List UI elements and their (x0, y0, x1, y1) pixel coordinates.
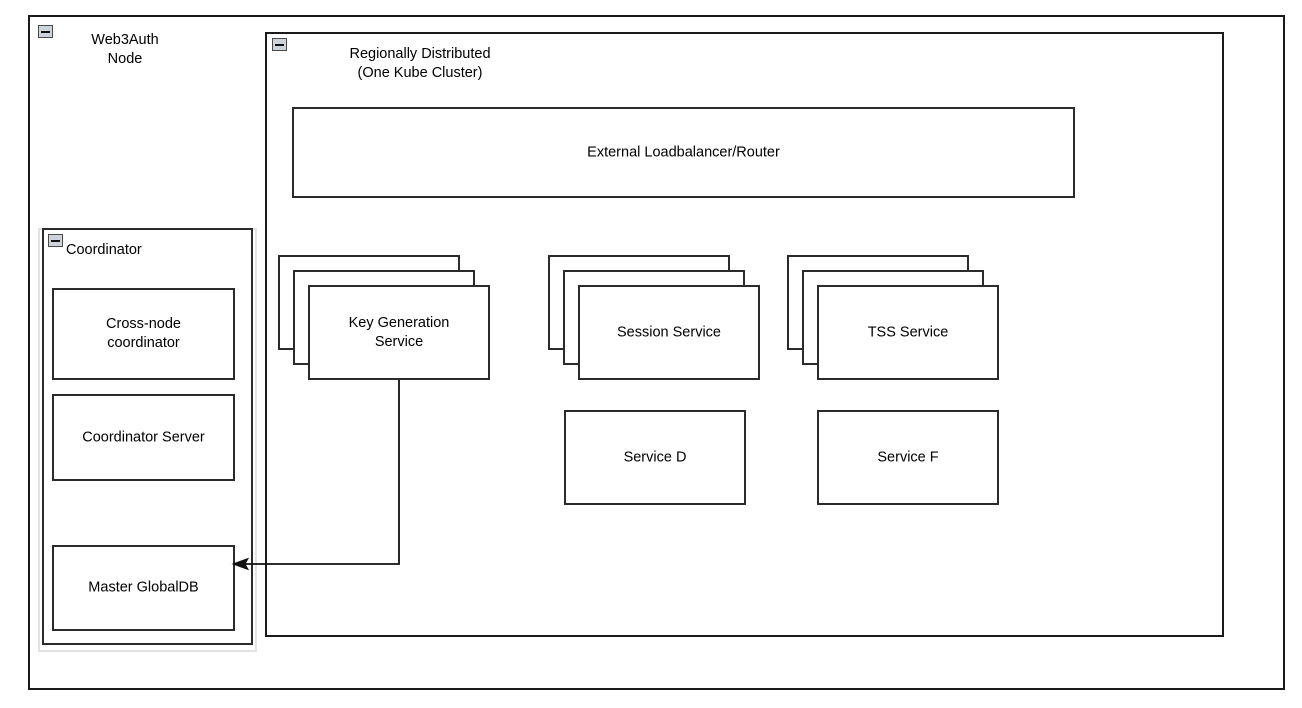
external-loadbalancer-router-label: External Loadbalancer/Router (587, 144, 780, 160)
service-d-box[interactable]: Service D (564, 410, 746, 505)
master-globaldb-label: Master GlobalDB (88, 579, 199, 596)
key-generation-service-stack[interactable]: Key Generation Service (278, 255, 490, 380)
session-service-label: Session Service (617, 324, 721, 340)
cross-node-coordinator-box[interactable]: Cross-node coordinator (52, 288, 235, 380)
session-service-stack[interactable]: Session Service (548, 255, 760, 380)
service-d-label: Service D (623, 449, 687, 465)
coordinator-server-box[interactable]: Coordinator Server (52, 394, 235, 481)
key-generation-service-layer-front[interactable]: Key Generation Service (308, 285, 490, 380)
key-generation-service-label: Key Generation Service (348, 314, 450, 350)
session-service-layer-front[interactable]: Session Service (578, 285, 760, 380)
coordinator-collapse-icon[interactable] (48, 234, 63, 247)
master-globaldb-box[interactable]: Master GlobalDB (52, 545, 235, 631)
tss-service-layer-front[interactable]: TSS Service (817, 285, 999, 380)
coordinator-label: Coordinator (66, 242, 142, 258)
kube-cluster-label: Regionally Distributed (One Kube Cluster… (349, 46, 491, 81)
cross-node-coordinator-label: Cross-node coordinator (106, 316, 181, 351)
web3auth-node-collapse-icon[interactable] (38, 25, 53, 38)
coordinator-server-label: Coordinator Server (82, 429, 205, 445)
kube-cluster-collapse-icon[interactable] (272, 38, 287, 51)
tss-service-label: TSS Service (867, 324, 949, 340)
external-loadbalancer-router-box[interactable]: External Loadbalancer/Router (292, 107, 1075, 198)
tss-service-stack[interactable]: TSS Service (787, 255, 999, 380)
service-f-box[interactable]: Service F (817, 410, 999, 505)
service-f-label: Service F (877, 449, 939, 465)
web3auth-node-label: Web3Auth Node (91, 32, 159, 67)
